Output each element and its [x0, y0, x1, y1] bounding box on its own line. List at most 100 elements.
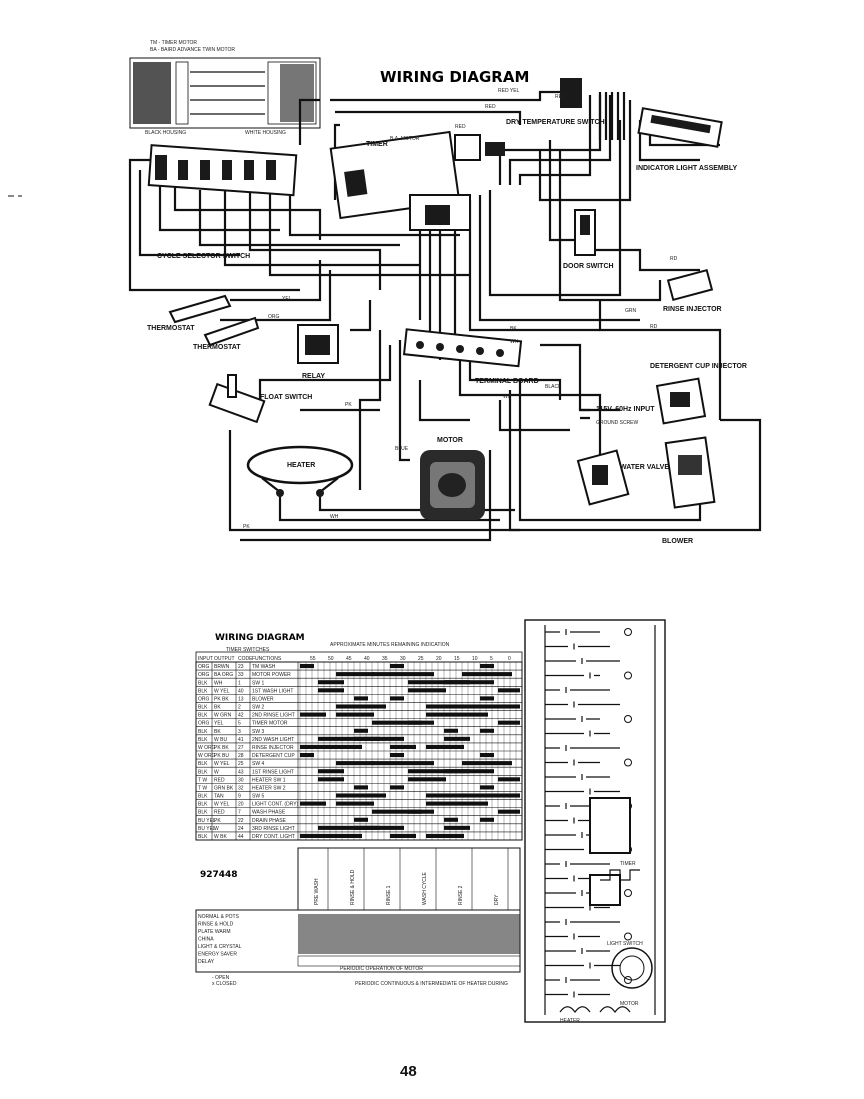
ladder-rung — [545, 658, 620, 664]
ground-screw-label: GROUND SCREW — [596, 420, 639, 426]
col-header-output: OUTPUT — [214, 656, 235, 662]
chart-cell-function: DRAIN PHASE — [252, 818, 287, 824]
chart-cell-code: 2 — [238, 705, 241, 711]
timer-sequence-bar — [498, 777, 520, 782]
minute-mark: 5 — [490, 656, 493, 662]
chart-cell-output: GRN BK — [214, 785, 234, 791]
chart-cell-input: ORG — [198, 664, 210, 670]
chart-cell-input: BLK — [198, 680, 208, 686]
chart-cell-function: TIMER MOTOR — [252, 721, 288, 727]
motor-label: MOTOR — [437, 437, 463, 444]
ladder-rung — [545, 977, 600, 983]
timer-sequence-bar — [336, 761, 374, 766]
chart-cell-code: 20 — [238, 802, 244, 808]
timer-sequence-bar — [480, 753, 494, 758]
chart-cell-output: W YEL — [214, 761, 230, 767]
chart-cell-code: 44 — [238, 834, 244, 840]
wire-tag: WH — [503, 394, 512, 400]
timer: TIMER B.A. MOTOR — [329, 130, 471, 231]
ba-motor-label: B.A. MOTOR — [390, 136, 420, 142]
cycle-label: RINSE 1 — [386, 885, 392, 905]
chart-cell-code: 23 — [238, 664, 244, 670]
legend-line-2: BA - BAIRD ADVANCE TWIN MOTOR — [150, 47, 235, 53]
ladder-rung — [545, 730, 610, 737]
ladder-rung — [545, 991, 610, 998]
timer-sequence-bar — [390, 696, 404, 701]
timer-sequence-bar — [354, 728, 368, 733]
wire-tag: PK — [243, 524, 250, 530]
chart-cell-function: HEATER SW 1 — [252, 777, 286, 783]
timer-sequence-bar — [426, 793, 464, 798]
thermostat-label-2: THERMOSTAT — [193, 344, 241, 351]
timer-sequence-bar — [444, 736, 470, 741]
minute-mark: 20 — [436, 656, 442, 662]
thermostat-label-1: THERMOSTAT — [147, 325, 195, 332]
wire-tag: RED YEL — [498, 88, 520, 94]
terminal-board: TERMINAL BOARD — [402, 328, 539, 385]
chart-cell-output: RED — [214, 777, 225, 783]
chart-cell-input: ORG — [198, 672, 210, 678]
timer-sequence-bar — [480, 785, 494, 790]
heater-label: HEATER — [287, 462, 315, 469]
chart-cell-output: W — [214, 769, 219, 775]
chart-cell-code: 30 — [238, 777, 244, 783]
minute-marks: 55 50 45 40 35 30 25 20 15 10 5 0 — [310, 656, 511, 662]
chart-cell-function: SW 4 — [252, 761, 264, 767]
timer-sequence-bar — [426, 833, 464, 838]
timer-sequence-bar — [336, 704, 386, 709]
wire-tag: RED — [555, 94, 566, 100]
wire-tag: YEL — [282, 296, 292, 302]
chart-cell-input: ORG — [198, 721, 210, 727]
wire-tag: RD — [670, 256, 678, 262]
ladder-rung — [545, 716, 600, 722]
footer-note-2: PERIODIC CONTINUOUS & INTERMEDIATE OF HE… — [355, 981, 508, 987]
chart-cell-function: SW 3 — [252, 729, 264, 735]
timer-sequence-bar — [498, 720, 520, 725]
timer-sequence-bar — [426, 801, 488, 806]
diagram-title: WIRING DIAGRAM — [380, 68, 529, 86]
timer-sequence-bar — [480, 664, 494, 669]
chart-cell-function: TM WASH — [252, 664, 276, 670]
chart-cell-code: 24 — [238, 826, 244, 832]
indicator-lamp-symbol — [624, 628, 632, 636]
ladder-rung — [545, 701, 620, 708]
timer-sequence-bar — [372, 761, 434, 766]
ladder-rung — [545, 672, 600, 679]
chart-cell-code: 42 — [238, 713, 244, 719]
chart-cell-function: DRY CONT. LIGHT — [252, 834, 295, 840]
cycle-row-label: ENERGY SAVER — [198, 952, 237, 958]
door-switch-label: DOOR SWITCH — [563, 263, 614, 270]
timer-sequence-bar — [336, 712, 374, 717]
schematic-motor-label: MOTOR — [620, 1001, 639, 1007]
timer-sequence-bar — [318, 680, 344, 685]
chart-cell-code: 40 — [238, 688, 244, 694]
chart-cell-input: BLK — [198, 713, 208, 719]
minute-mark: 30 — [400, 656, 406, 662]
chart-cell-function: SW 1 — [252, 680, 264, 686]
ladder-rung — [545, 962, 620, 969]
heater: HEATER — [246, 445, 354, 497]
chart-cell-input: BLK — [198, 705, 208, 711]
timer-sequence-bar — [300, 664, 314, 669]
pictorial-wiring-diagram: TM - TIMER MOTOR BA - BAIRD ADVANCE TWIN… — [128, 40, 762, 545]
chart-cell-input: BLK — [198, 802, 208, 808]
chart-cell-input: W ORG — [198, 745, 216, 751]
cycle-row-label: LIGHT & CRYSTAL — [198, 944, 242, 950]
ladder-rung — [545, 919, 620, 925]
timer-sequence-bar — [336, 672, 374, 677]
timer-sequence-bar — [462, 793, 520, 798]
ladder-rung — [545, 788, 620, 795]
timer-sequence-bar — [408, 688, 446, 693]
chart-cell-function: MOTOR POWER — [252, 672, 291, 678]
chart-cell-function: 2ND RINSE LIGHT — [252, 713, 295, 719]
chart-cell-output: BK — [214, 729, 221, 735]
ladder-rung — [545, 774, 610, 780]
indicator-light-assembly: INDICATOR LIGHT ASSEMBLY — [560, 78, 737, 172]
timer-sequence-bar — [372, 809, 422, 814]
cycle-label: PRE WASH — [314, 878, 320, 905]
chart-cell-output: W YEL — [214, 688, 230, 694]
chart-cell-output: W GRN — [214, 713, 232, 719]
legend-footer-right: WHITE HOUSING — [245, 130, 286, 136]
